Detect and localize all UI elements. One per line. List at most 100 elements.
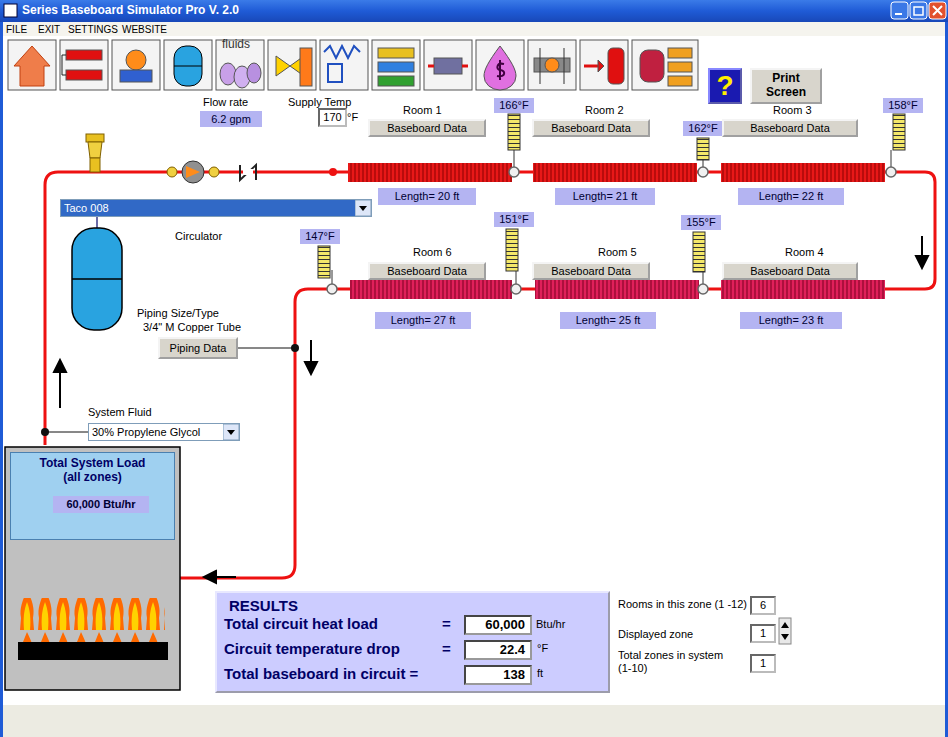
node-text: 60,000 Btu/hr — [66, 498, 135, 511]
text-label: EXIT — [38, 24, 60, 36]
minimize-button — [891, 2, 908, 19]
text-label: Flow rate — [203, 96, 248, 109]
push-button: Baseboard Data — [532, 119, 650, 137]
value-box: 151°F — [494, 212, 534, 227]
node-text: Taco 008 — [64, 202, 109, 215]
node-text: 138 — [503, 668, 525, 683]
baseboard — [721, 280, 885, 299]
value-box: 155°F — [681, 215, 721, 230]
baseboard — [348, 163, 512, 182]
expansion-tank — [72, 228, 122, 330]
input-box: 170 — [318, 108, 347, 127]
result-value: 138 — [464, 665, 532, 685]
node-text: 6.2 gpm — [211, 113, 251, 126]
text-label: Room 4 — [785, 246, 824, 259]
text-label: Circulator — [175, 230, 222, 243]
value-box: 166°F — [494, 98, 534, 113]
value-box: 6.2 gpm — [200, 111, 262, 127]
close-button — [929, 2, 946, 19]
baseboard — [535, 280, 699, 299]
status-bar — [3, 705, 945, 737]
circulator-pump — [167, 161, 219, 183]
fluid-dropdown: 30% Propylene Glycol — [88, 423, 240, 441]
burner — [18, 642, 168, 660]
value-box: 158°F — [883, 98, 923, 113]
input-box: 1 — [750, 624, 776, 643]
node-text: Print Screen — [752, 72, 820, 100]
node-text: 158°F — [888, 99, 917, 112]
node-text: 151°F — [499, 213, 528, 226]
help-button: ? — [708, 68, 742, 104]
text-label: = — [442, 640, 451, 657]
push-button: Baseboard Data — [368, 262, 486, 280]
node-text: Length= 21 ft — [573, 190, 638, 203]
app-icon — [4, 4, 17, 17]
input-box: 6 — [750, 596, 776, 615]
node-text: Baseboard Data — [387, 265, 467, 278]
text-label: Displayed zone — [618, 628, 693, 641]
node-text: 162°F — [688, 122, 717, 135]
node-text: Length= 25 ft — [576, 314, 641, 327]
window-title: Series Baseboard Simulator Pro V. 2.0 — [22, 4, 239, 18]
text-label: Room 1 — [403, 104, 442, 117]
node-text: RESULTS — [229, 597, 298, 614]
flow-arrow — [54, 236, 928, 583]
text-label: 3/4" M Copper Tube — [143, 321, 241, 334]
text-label: Total circuit heat load — [224, 615, 378, 632]
baseboard — [533, 163, 697, 182]
node-text: 147°F — [305, 230, 334, 243]
result-value: 60,000 — [464, 615, 532, 635]
push-button: Print Screen — [750, 68, 822, 104]
baseboard — [350, 280, 512, 299]
boiler — [5, 447, 180, 690]
text-label: Btu/hr — [536, 618, 565, 631]
node-text: 1 — [760, 657, 766, 670]
node-text: Baseboard Data — [551, 122, 631, 135]
text-label: ft — [537, 667, 543, 680]
value-box: Length= 25 ft — [560, 312, 656, 329]
node-text: ? — [716, 70, 733, 102]
text-label: Room 5 — [598, 246, 637, 259]
supply-sensor — [329, 168, 337, 176]
text-label: Total zones in system (1-10) — [618, 649, 730, 674]
text-label: = — [442, 615, 451, 632]
node-text: Length= 22 ft — [759, 190, 824, 203]
push-button: Baseboard Data — [722, 262, 858, 280]
node-text: 155°F — [686, 216, 715, 229]
toolbar — [8, 40, 698, 90]
push-button: Baseboard Data — [532, 262, 650, 280]
value-box: 162°F — [683, 121, 723, 136]
node-text: 170 — [323, 111, 341, 124]
push-button: Baseboard Data — [368, 119, 486, 137]
text-label: FILE — [6, 24, 27, 36]
maximize-button — [910, 2, 927, 19]
node-text: 1 — [760, 627, 766, 640]
value-box: Length= 21 ft — [555, 188, 655, 205]
value-box: Length= 27 ft — [375, 312, 471, 329]
burner-flames — [20, 598, 165, 642]
text-label: SETTINGS — [68, 24, 118, 36]
node-text: Piping Data — [170, 342, 227, 355]
text-label: Circuit temperature drop — [224, 640, 400, 657]
system-load-box: Total System Load (all zones)60,000 Btu/… — [10, 452, 175, 540]
node-text: 30% Propylene Glycol — [92, 426, 200, 439]
spinner — [779, 618, 791, 644]
thermometers — [318, 114, 905, 285]
node-text: Baseboard Data — [551, 265, 631, 278]
text-label: System Fluid — [88, 406, 152, 419]
node-text: Length= 20 ft — [395, 190, 460, 203]
text-label: Room 2 — [585, 104, 624, 117]
push-button: Baseboard Data — [722, 119, 858, 137]
value-box: Length= 20 ft — [378, 188, 476, 205]
pipe-junction — [327, 167, 896, 294]
menu-bar — [3, 22, 945, 36]
node-text: Length= 27 ft — [391, 314, 456, 327]
text-label: WEBSITE — [122, 24, 167, 36]
node-text: 166°F — [499, 99, 528, 112]
result-value: 22.4 — [464, 640, 532, 660]
text-label: Piping Size/Type — [137, 307, 219, 320]
relief-valve — [86, 134, 104, 172]
text-label: Room 3 — [773, 104, 812, 117]
node-text: 22.4 — [500, 643, 525, 658]
input-box: 1 — [750, 654, 776, 673]
